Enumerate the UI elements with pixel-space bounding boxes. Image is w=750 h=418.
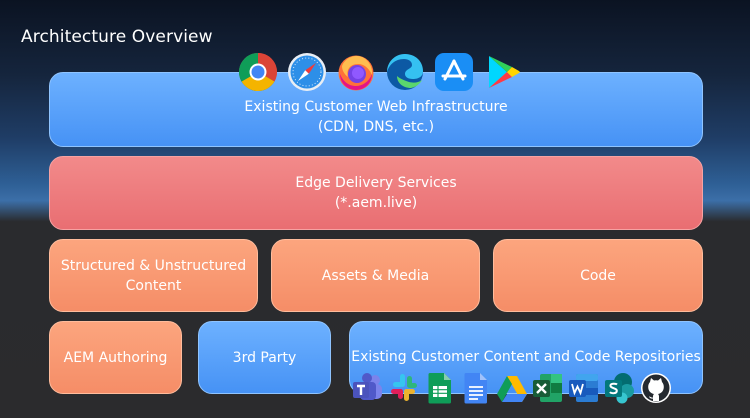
aem-authoring-label: AEM Authoring: [63, 349, 168, 366]
browser-icons: [238, 52, 523, 92]
firefox-icon: [338, 55, 374, 91]
code-box: Code: [493, 239, 703, 312]
third-party-label: 3rd Party: [232, 349, 297, 366]
safari-icon: [288, 53, 326, 91]
google-docs-icon: [464, 373, 487, 404]
google-sheets-icon: [428, 373, 451, 404]
teams-icon: [353, 373, 382, 400]
assets-media-label: Assets & Media: [321, 267, 430, 284]
excel-icon: [533, 374, 562, 402]
app-store-icon: [435, 53, 473, 91]
repositories-label: Existing Customer Content and Code Repos…: [351, 349, 701, 365]
github-icon: [641, 373, 671, 403]
google-drive-icon: [497, 376, 527, 402]
sharepoint-icon: [605, 373, 634, 404]
edge-icon: [387, 54, 423, 90]
edge-delivery-label: Edge Delivery Services: [295, 175, 457, 191]
aem-authoring-box: AEM Authoring: [49, 321, 182, 394]
third-party-box: 3rd Party: [198, 321, 331, 394]
infrastructure-label: Existing Customer Web Infrastructure: [244, 98, 508, 115]
infrastructure-layer: Existing Customer Web Infrastructure (CD…: [49, 72, 703, 147]
slack-icon: [391, 374, 417, 401]
code-label: Code: [580, 267, 616, 284]
chrome-icon: [239, 53, 277, 91]
google-play-icon: [489, 56, 520, 88]
edge-delivery-layer: Edge Delivery Services (*.aem.live): [49, 156, 703, 230]
edge-delivery-sublabel: (*.aem.live): [334, 195, 418, 211]
page-title: Architecture Overview: [21, 27, 213, 47]
word-icon: [569, 374, 598, 402]
content-label: Structured & Unstructured: [60, 257, 247, 274]
infrastructure-sublabel: (CDN, DNS, etc.): [317, 118, 435, 135]
content-box: Structured & Unstructured Content: [49, 239, 258, 312]
content-sublabel: Content: [125, 277, 182, 294]
tool-icons: [352, 371, 672, 407]
assets-media-box: Assets & Media: [271, 239, 480, 312]
